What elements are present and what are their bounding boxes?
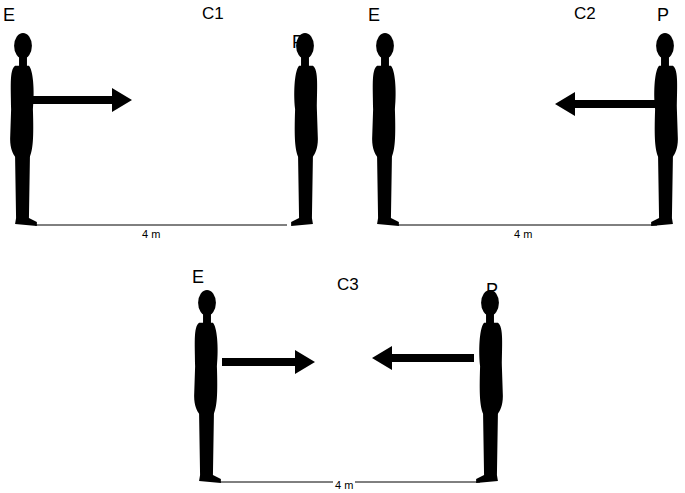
person-label: E bbox=[192, 268, 204, 286]
distance-line bbox=[35, 225, 287, 226]
distance-line bbox=[398, 225, 657, 226]
person-p bbox=[476, 290, 503, 483]
person-label: E bbox=[3, 6, 15, 24]
person-label: P bbox=[657, 6, 669, 24]
person-e bbox=[10, 33, 37, 226]
arrow bbox=[372, 346, 474, 370]
person-label: P bbox=[486, 281, 498, 299]
arrow bbox=[222, 350, 315, 374]
person-label: E bbox=[368, 6, 380, 24]
arrow bbox=[32, 88, 132, 112]
panel-label: C2 bbox=[574, 5, 596, 22]
panel-label: C3 bbox=[337, 276, 359, 293]
arrow bbox=[555, 92, 655, 116]
panel-label: C1 bbox=[202, 5, 224, 22]
person-label: P bbox=[292, 33, 304, 51]
person-p bbox=[651, 33, 678, 226]
dimension-label: 4 m bbox=[333, 480, 355, 491]
person-p bbox=[291, 33, 318, 226]
dimension-label: 4 m bbox=[512, 229, 534, 240]
dimension-label: 4 m bbox=[140, 229, 162, 240]
person-e bbox=[194, 290, 221, 483]
person-e bbox=[372, 33, 399, 226]
